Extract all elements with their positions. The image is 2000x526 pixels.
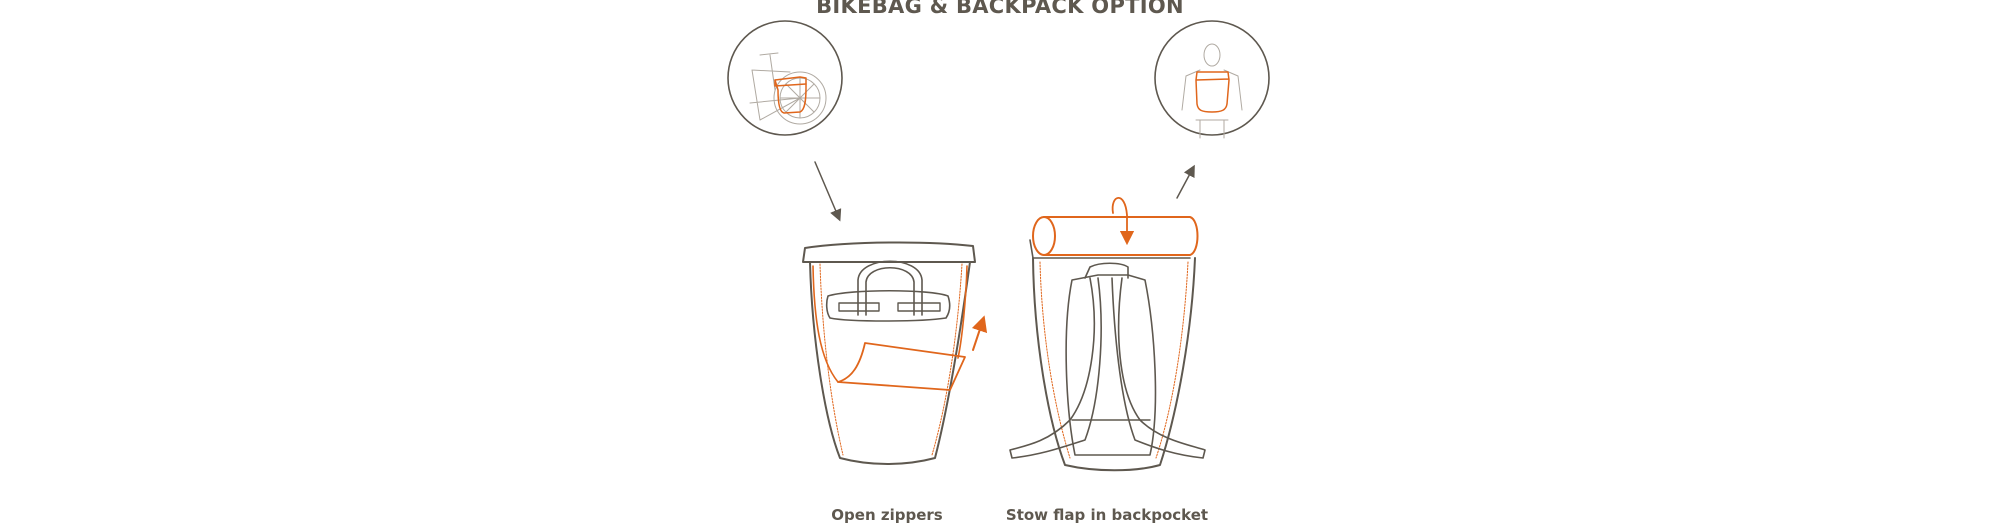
person-backpack-icon bbox=[1154, 20, 1270, 139]
pannier-open-zippers bbox=[802, 241, 988, 465]
arrow-up-icon bbox=[1176, 164, 1195, 199]
bicycle-pannier-icon bbox=[727, 20, 843, 136]
step-label-open-zippers: Open zippers bbox=[831, 506, 943, 524]
page-title: BIKEBAG & BACKPACK OPTION bbox=[816, 0, 1184, 18]
arrow-down-icon bbox=[814, 161, 842, 222]
step-label-stow-flap: Stow flap in backpocket bbox=[1005, 506, 1209, 524]
backpack-stow-flap bbox=[1009, 196, 1206, 472]
arrow-lift-icon bbox=[971, 315, 988, 351]
arrow-fold-icon bbox=[1111, 196, 1135, 246]
